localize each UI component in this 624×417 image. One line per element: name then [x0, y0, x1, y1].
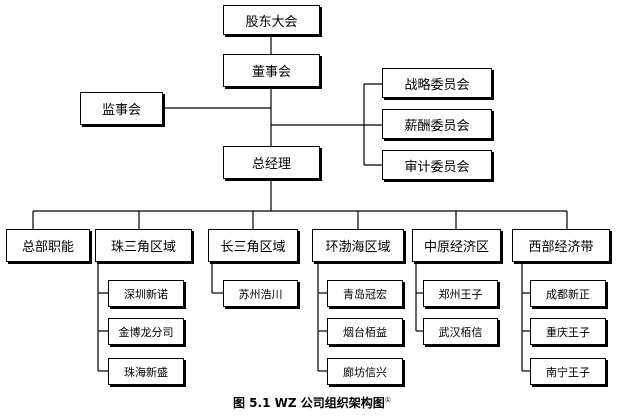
- division-western: 西部经济带: [512, 229, 610, 262]
- division-hq-functions: 总部职能: [6, 229, 90, 262]
- subsidiary-box: 成都新正: [530, 280, 606, 307]
- supervisory-board-box: 监事会: [80, 92, 163, 125]
- subsidiary-box: 苏州浩川: [223, 280, 298, 307]
- shareholders-meeting-box: 股东大会: [223, 5, 320, 35]
- subsidiary-box: 廊坊信兴: [327, 358, 403, 385]
- division-yangtze-river-delta: 长三角区域: [208, 229, 298, 262]
- subsidiary-box: 重庆王子: [530, 318, 606, 345]
- division-bohai-rim: 环渤海区域: [312, 229, 404, 262]
- strategy-committee-box: 战略委员会: [382, 68, 492, 98]
- subsidiary-box: 武汉栢信: [423, 318, 498, 345]
- caption-text: 图 5.1 WZ 公司组织架构图: [232, 396, 385, 410]
- figure-caption: 图 5.1 WZ 公司组织架构图①: [0, 394, 624, 411]
- division-pearl-river-delta: 珠三角区域: [95, 229, 192, 262]
- subsidiary-box: 郑州王子: [423, 280, 498, 307]
- subsidiary-box: 烟台栢益: [327, 318, 403, 345]
- subsidiary-box: 南宁王子: [530, 358, 606, 385]
- board-of-directors-box: 董事会: [223, 54, 320, 87]
- division-central-plains: 中原经济区: [412, 229, 501, 262]
- subsidiary-box: 金博龙分司: [108, 318, 184, 345]
- subsidiary-box: 珠海新盛: [108, 358, 184, 385]
- subsidiary-box: 深圳新诺: [108, 280, 184, 307]
- subsidiary-box: 青岛冠宏: [327, 280, 403, 307]
- general-manager-box: 总经理: [223, 146, 320, 179]
- caption-footnote-mark: ①: [384, 396, 391, 404]
- remuneration-committee-box: 薪酬委员会: [382, 109, 492, 139]
- audit-committee-box: 审计委员会: [382, 150, 492, 180]
